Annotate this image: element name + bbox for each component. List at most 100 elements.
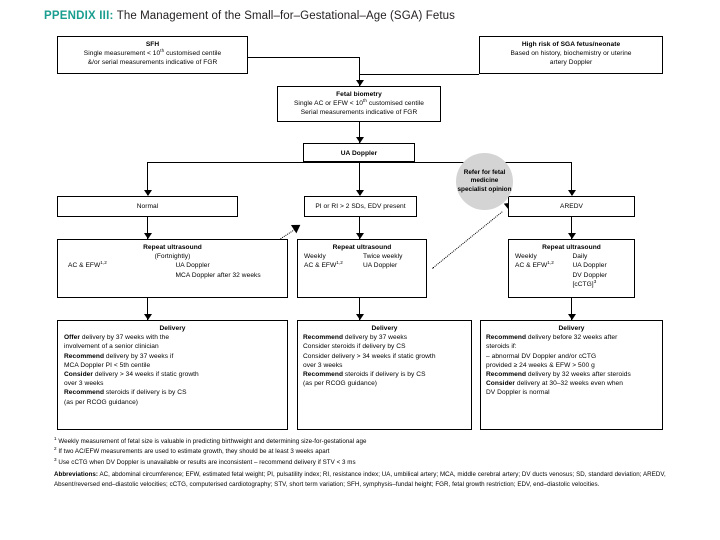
repeat-left-col1: AC & EFW1,2 [68, 260, 176, 279]
repeat-right-col1-line2: AC & EFW1,2 [515, 260, 554, 270]
connector-biometry-ua [359, 122, 361, 143]
repeat-right-col1: Weekly AC & EFW1,2 [515, 252, 573, 289]
delivery-left-l4: MCA Doppler PI < 5th centile [64, 361, 151, 369]
box-pi-ri[interactable]: PI or RI > 2 SDs, EDV present [304, 196, 417, 217]
box-high-risk-title: High risk of SGA fetus/neonate [521, 41, 621, 48]
arrow-to-normal [144, 190, 152, 196]
box-repeat-ultrasound-normal[interactable]: Repeat ultrasound (Fortnightly) AC & EFW… [57, 239, 288, 298]
footnote-3: 3 Use cCTG when DV Doppler is unavailabl… [54, 456, 356, 466]
repeat-left-col2-line2: MCA Doppler after 32 weeks [175, 271, 261, 279]
delivery-mid-l1: Recommend delivery by 37 weeks [303, 334, 408, 342]
delivery-right-l5: Recommend delivery by 32 weeks after ste… [486, 371, 631, 379]
box-repeat-ultrasound-aredv[interactable]: Repeat ultrasound Weekly AC & EFW1,2 Dai… [508, 239, 635, 298]
box-delivery-piri[interactable]: Delivery Recommend delivery by 37 weeks … [297, 320, 472, 430]
delivery-right-l2: steroids if: [486, 343, 517, 351]
delivery-right-l3: – abnormal DV Doppler and/or cCTG [486, 352, 597, 360]
delivery-right-title: Delivery [558, 325, 585, 332]
box-fetal-biometry-line2: Serial measurements indicative of FGR [300, 109, 418, 117]
box-fetal-biometry-title: Fetal biometry [336, 91, 382, 98]
delivery-right-l4: provided ≥ 24 weeks & EFW > 500 g [486, 361, 595, 369]
arrow-delivery-left [144, 314, 152, 320]
arrow-delivery-mid [356, 314, 364, 320]
arrow-to-piri [356, 190, 364, 196]
repeat-left-col1-line1: AC & EFW1,2 [68, 260, 107, 270]
repeat-left-subtitle: (Fortnightly) [154, 253, 191, 261]
connector-sfh-right [248, 57, 360, 59]
connector-normal-repeat [147, 217, 149, 239]
repeat-right-col2-line2: UA Doppler [572, 262, 607, 270]
connector-aredv-repeat [571, 217, 573, 239]
box-aredv-title: AREDV [560, 203, 583, 210]
repeat-mid-col2-line2: UA Doppler [363, 262, 398, 270]
box-pi-ri-title: PI or RI > 2 SDs, EDV present [315, 203, 406, 210]
box-sfh-line1: Single measurement < 10th customised cen… [83, 48, 222, 58]
repeat-right-title: Repeat ultrasound [542, 244, 601, 251]
delivery-left-title: Delivery [159, 325, 186, 332]
footnote-1: 1 Weekly measurement of fetal size is va… [54, 435, 367, 445]
box-fetal-biometry-line1: Single AC or EFW < 10th customised centi… [293, 98, 424, 108]
repeat-mid-col1: Weekly AC & EFW1,2 [304, 252, 363, 270]
delivery-left-l6: over 3 weeks [64, 380, 104, 388]
connector-branch-normal [147, 162, 149, 195]
arrow-aredv-repeat [568, 233, 576, 239]
delivery-left-l8: (as per RCOG guidance) [64, 398, 139, 406]
delivery-mid-l2: Consider steroids if delivery by CS [303, 343, 406, 351]
box-aredv[interactable]: AREDV [508, 196, 635, 217]
repeat-mid-col1-line2: AC & EFW1,2 [304, 260, 343, 270]
connector-piri-repeat [359, 217, 361, 239]
box-fetal-biometry[interactable]: Fetal biometry Single AC or EFW < 10th c… [277, 86, 441, 122]
footnotes: 1 Weekly measurement of fetal size is va… [54, 435, 669, 468]
oval-line3: specialist [457, 185, 487, 193]
repeat-left-columns: AC & EFW1,2 UA Doppler MCA Doppler after… [62, 260, 284, 279]
arrow-normal-repeat [144, 233, 152, 239]
connector-ua-down [359, 162, 361, 195]
repeat-left-col2-line1: UA Doppler [175, 262, 210, 270]
arrow-to-ua [356, 137, 364, 143]
dotted-escalation-mid [432, 211, 503, 269]
repeat-right-col2-line1: Daily [572, 253, 588, 261]
box-ua-doppler[interactable]: UA Doppler [303, 143, 415, 162]
delivery-mid-l3: Consider delivery > 34 weeks if static g… [303, 352, 436, 360]
oval-line1: Refer for [463, 168, 491, 176]
repeat-mid-col1-line1: Weekly [304, 253, 326, 261]
box-ua-doppler-title: UA Doppler [340, 150, 378, 157]
oval-line2: fetal medicine [470, 168, 506, 185]
repeat-left-col2: UA Doppler MCA Doppler after 32 weeks [176, 261, 284, 279]
repeat-mid-columns: Weekly AC & EFW1,2 Twice weekly UA Doppl… [302, 252, 422, 270]
oval-refer-fetal-medicine[interactable]: Refer for fetal medicine specialist opin… [456, 153, 513, 210]
connector-highrisk-left [360, 74, 479, 76]
appendix-label: PPENDIX III: [44, 10, 114, 22]
repeat-mid-col2: Twice weekly UA Doppler [363, 252, 422, 270]
box-normal[interactable]: Normal [57, 196, 238, 217]
delivery-left-l5: Consider delivery > 34 weeks if static g… [64, 371, 199, 379]
box-high-risk-line1: Based on history, biochemistry or uterin… [510, 50, 632, 58]
delivery-mid-l6: (as per RCOG guidance) [303, 380, 378, 388]
arrow-escalation-left [290, 220, 304, 234]
delivery-left-l1: Offer delivery by 37 weeks with the [64, 334, 170, 342]
delivery-mid-title: Delivery [371, 325, 398, 332]
repeat-left-title: Repeat ultrasound [143, 244, 202, 251]
box-high-risk-line2: artery Doppler [549, 59, 593, 67]
connector-repeat-delivery-left [147, 298, 149, 320]
connector-repeat-delivery-right [571, 298, 573, 320]
delivery-right-l1: Recommend delivery before 32 weeks after [486, 334, 618, 342]
box-normal-title: Normal [136, 203, 159, 210]
box-sfh-title: SFH [145, 41, 160, 48]
footnote-2: 2 If two AC/EFW measurements are used to… [54, 446, 330, 456]
page-title-text: The Management of the Small–for–Gestatio… [116, 10, 455, 22]
box-sfh[interactable]: SFH Single measurement < 10th customised… [57, 36, 248, 74]
delivery-left-l7: Recommend steroids if delivery is by CS [64, 389, 187, 397]
box-high-risk[interactable]: High risk of SGA fetus/neonate Based on … [479, 36, 663, 74]
repeat-right-col1-line1: Weekly [515, 253, 537, 261]
box-delivery-aredv[interactable]: Delivery Recommend delivery before 32 we… [480, 320, 663, 430]
connector-to-biometry [359, 57, 361, 86]
repeat-right-col2: Daily UA Doppler DV Doppler [cCTG]3 [573, 252, 631, 289]
repeat-mid-col2-line1: Twice weekly [363, 253, 403, 261]
box-repeat-ultrasound-piri[interactable]: Repeat ultrasound Weekly AC & EFW1,2 Twi… [297, 239, 427, 298]
repeat-mid-title: Repeat ultrasound [332, 244, 392, 251]
abbreviations-label: Abbreviations: [54, 471, 99, 478]
box-delivery-normal[interactable]: Delivery Offer delivery by 37 weeks with… [57, 320, 288, 430]
arrow-to-biometry [356, 80, 364, 86]
arrow-piri-repeat [356, 233, 364, 239]
